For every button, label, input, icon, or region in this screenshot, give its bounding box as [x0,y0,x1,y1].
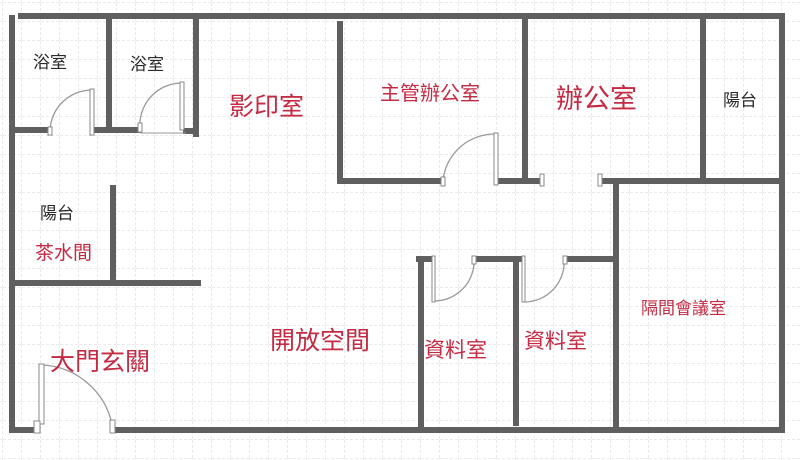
room-labels: 浴室 浴室 影印室 主管辦公室 辦公室 陽台 陽台 茶水間 大門玄關 開放空間 … [33,53,757,376]
door-manager-office [440,132,499,187]
doors [33,81,603,434]
label-storage-2: 資料室 [524,329,587,353]
label-storage-1: 資料室 [424,338,487,362]
label-entrance: 大門玄關 [50,347,150,376]
label-copy-room: 影印室 [229,92,304,121]
label-open-space: 開放空間 [270,326,370,355]
label-balcony-right: 陽台 [723,91,757,111]
label-office: 辦公室 [556,84,637,115]
label-manager-office: 主管辦公室 [380,81,480,105]
door-bath-1 [47,88,95,136]
walls [9,13,785,433]
opening-jamb-left [539,173,545,187]
label-balcony-left: 陽台 [40,204,74,224]
label-pantry: 茶水間 [35,242,92,264]
door-main-entrance [33,363,116,434]
label-bath-2: 浴室 [130,55,164,75]
door-storage-1 [431,255,477,303]
opening-jamb-right [597,173,603,187]
label-meeting-room: 隔間會議室 [641,299,726,319]
label-bath-1: 浴室 [33,53,67,73]
door-storage-2 [521,255,568,303]
door-bath-2 [137,81,186,134]
